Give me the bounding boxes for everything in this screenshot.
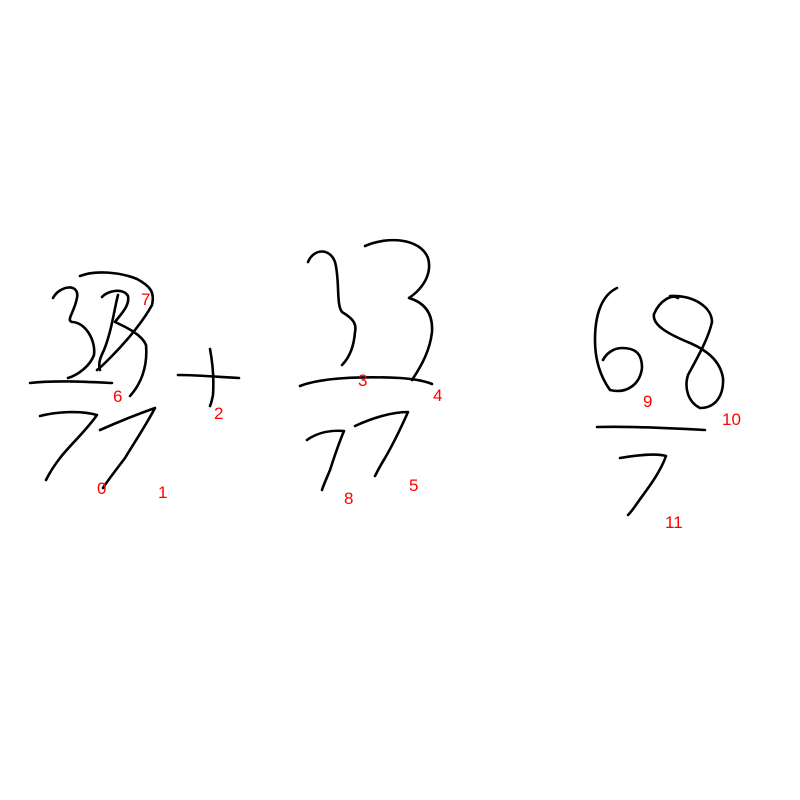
stroke-digit-7-i (618, 453, 668, 517)
stroke-label-11: 11 (665, 513, 683, 532)
stroke-label-8: 8 (344, 489, 354, 508)
stroke-digit-6 (593, 286, 644, 393)
stroke-digit-3-a (51, 286, 96, 380)
stroke-label-9: 9 (643, 392, 653, 411)
stroke-digit-7-g (305, 429, 346, 492)
stroke-fraction-bar-3 (595, 425, 707, 432)
stroke-digit-3-b (100, 289, 148, 398)
stroke-plus-vertical (208, 347, 215, 408)
stroke-digit-8 (652, 294, 725, 410)
stroke-digit-7-d (98, 406, 157, 490)
stroke-fraction-bar-2 (298, 375, 434, 388)
stroke-label-6: 6 (113, 387, 123, 406)
stroke-7-overlap-top (78, 271, 155, 372)
stroke-label-7: 7 (141, 290, 151, 309)
stroke-digit-3-b-inner (97, 293, 120, 372)
stroke-digit-3-e (306, 250, 357, 367)
stroke-fraction-bar-1 (28, 380, 114, 385)
stroke-label-1: 1 (158, 483, 168, 502)
stroke-label-10: 10 (722, 410, 741, 429)
stroke-label-5: 5 (409, 476, 419, 495)
stroke-digit-3-f (363, 238, 434, 382)
stroke-label-3: 3 (358, 371, 368, 390)
stroke-digit-7-c (38, 410, 99, 482)
stroke-plus-horizontal (176, 373, 241, 380)
stroke-label-0: 0 (97, 479, 107, 498)
stroke-label-4: 4 (433, 386, 443, 405)
stroke-label-2: 2 (214, 404, 224, 423)
stroke-digit-7-h (353, 410, 410, 478)
